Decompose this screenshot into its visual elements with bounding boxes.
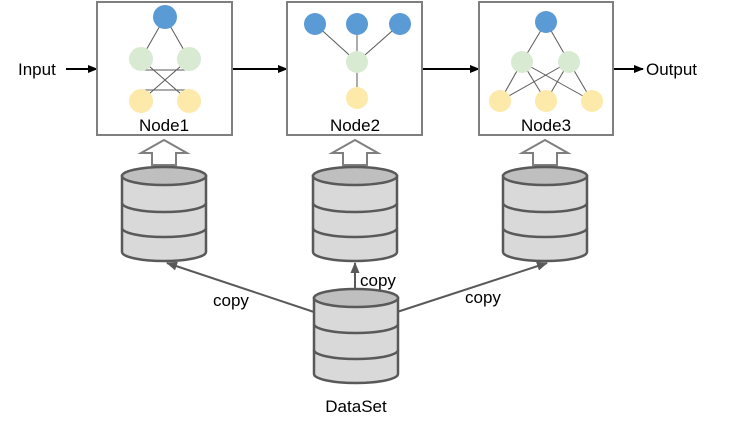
node2-top-neuron [346, 13, 368, 35]
node1: Node1 [96, 1, 233, 136]
node3-database [501, 165, 589, 263]
node2-top-neuron [304, 13, 326, 35]
dataset-label: DataSet [325, 397, 387, 416]
copy-arrow-to-node1 [166, 261, 315, 313]
node1-hidden-neuron [129, 47, 153, 71]
input-label: Input [18, 60, 56, 79]
node3-top-neuron [535, 11, 557, 33]
node2-hidden-neuron [346, 51, 368, 73]
dataset-database [312, 287, 400, 385]
copy-label-node3: copy [465, 288, 501, 307]
node2-label: Node2 [330, 116, 380, 135]
node3-hidden-neuron [558, 51, 580, 73]
node2: Node2 [286, 1, 423, 136]
node1-bottom-neuron [129, 89, 153, 113]
node3-box [478, 1, 614, 136]
node3-bottom-neuron [489, 90, 511, 112]
node3: Node3 [478, 1, 614, 136]
node2-bottom-neuron [346, 87, 368, 109]
node1-up-arrow [137, 138, 191, 166]
copy-arrow-to-node3 [396, 261, 548, 313]
node2-top-neuron [389, 13, 411, 35]
node1-label: Node1 [139, 116, 189, 135]
node2-up-arrow [328, 138, 382, 166]
node1-database [120, 165, 208, 263]
node3-hidden-neuron [511, 51, 533, 73]
node1-hidden-neuron [177, 47, 201, 71]
output-label: Output [646, 60, 697, 79]
node3-up-arrow [518, 138, 572, 166]
node2-database [311, 165, 399, 263]
copy-label-node2: copy [360, 271, 396, 290]
copy-label-node1: copy [213, 291, 249, 310]
node3-label: Node3 [521, 116, 571, 135]
node3-bottom-neuron [581, 90, 603, 112]
node1-top-neuron [153, 5, 177, 29]
node3-bottom-neuron [535, 90, 557, 112]
node1-bottom-neuron [177, 89, 201, 113]
